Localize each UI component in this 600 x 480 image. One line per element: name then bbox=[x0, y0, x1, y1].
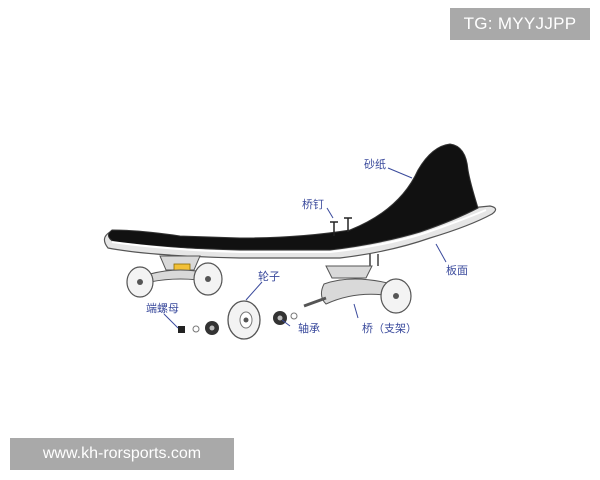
label-grip-tape: 砂纸 bbox=[364, 158, 386, 171]
leader-lines bbox=[163, 167, 447, 329]
label-end-nut: 端螺母 bbox=[146, 302, 179, 315]
label-wheels: 轮子 bbox=[258, 270, 280, 283]
rear-truck bbox=[303, 265, 412, 314]
watermark-top: TG: MYYJJPP bbox=[450, 8, 590, 40]
skateboard-deck bbox=[103, 143, 497, 259]
label-bearings: 轴承 bbox=[298, 322, 320, 335]
end-nut-icon bbox=[178, 326, 185, 333]
wheel-icon bbox=[227, 300, 261, 340]
front-truck-assembly bbox=[126, 255, 223, 298]
bridge-nails-icon bbox=[330, 217, 352, 236]
label-deck: 板面 bbox=[446, 264, 468, 277]
label-bridge-nails: 桥钉 bbox=[302, 198, 324, 211]
watermark-bottom: www.kh-rorsports.com bbox=[10, 438, 234, 470]
label-truck: 桥（支架） bbox=[362, 322, 417, 335]
mounting-bolts-icon bbox=[369, 254, 379, 266]
